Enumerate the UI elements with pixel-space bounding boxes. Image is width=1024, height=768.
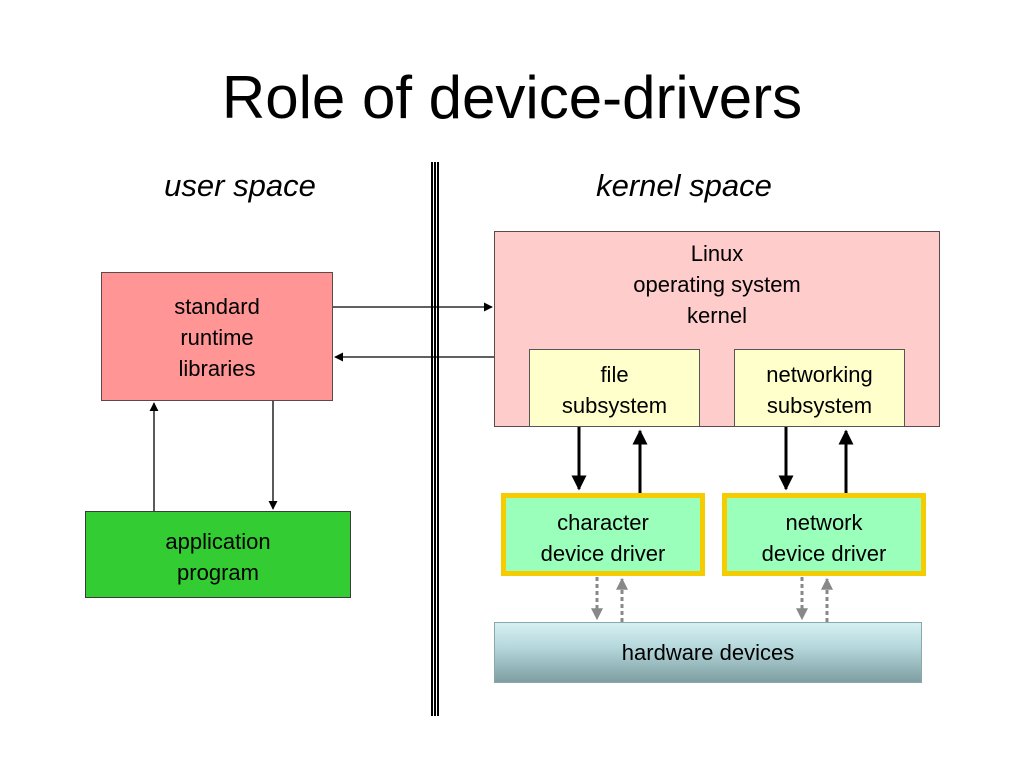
box-label-line: subsystem [561, 393, 668, 418]
space-divider [431, 162, 439, 716]
box-label-line: libraries [178, 356, 256, 381]
box-label-line: networking [766, 362, 873, 387]
box-label-line: network [785, 510, 863, 535]
box-label-line: character [557, 510, 649, 535]
box-label-line: application [165, 529, 271, 554]
box-label-line: standard [174, 294, 260, 319]
box-label-line: hardware devices [621, 640, 795, 665]
network-device-driver-box: network device driver [722, 493, 926, 576]
box-label-line: runtime [180, 325, 254, 350]
application-program-box: application program [85, 511, 351, 598]
box-label-line: device driver [540, 541, 666, 566]
box-label-line: program [177, 560, 259, 585]
standard-runtime-libraries-box: standard runtime libraries [101, 272, 333, 401]
box-label-line: file [600, 362, 629, 387]
hardware-devices-box: hardware devices [494, 622, 922, 683]
box-label-line: kernel [687, 303, 747, 328]
kernel-space-label: kernel space [596, 168, 772, 203]
networking-subsystem-box: networking subsystem [734, 349, 905, 427]
box-label-line: device driver [761, 541, 887, 566]
file-subsystem-box: file subsystem [529, 349, 700, 427]
box-label-line: operating system [633, 272, 801, 297]
slide-title: Role of device-drivers [221, 64, 803, 131]
character-device-driver-box: character device driver [501, 493, 705, 576]
box-label-line: Linux [690, 241, 744, 266]
user-space-label: user space [164, 168, 316, 203]
box-label-line: subsystem [766, 393, 873, 418]
